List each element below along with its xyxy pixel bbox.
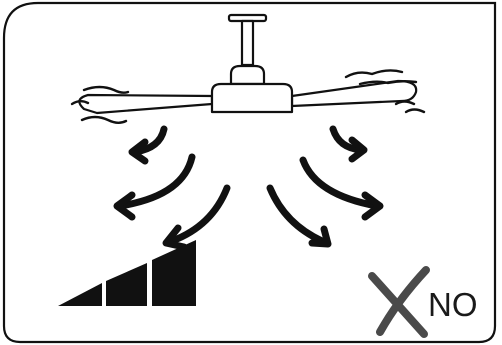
fan-housing-cap	[231, 66, 264, 84]
fan-downrod	[242, 21, 253, 65]
no-label: NO	[428, 286, 478, 323]
fan-motor	[212, 84, 292, 112]
